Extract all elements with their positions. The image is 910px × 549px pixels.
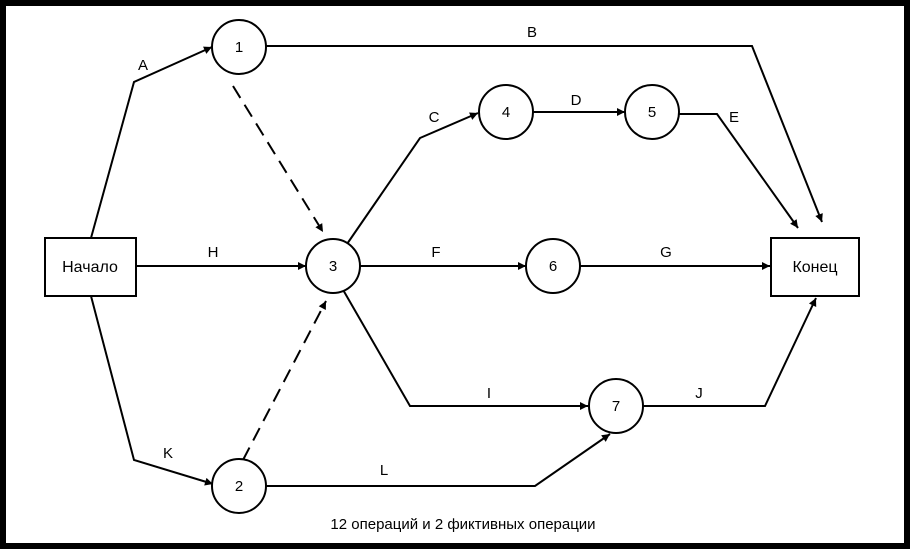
start-label: Начало	[62, 259, 118, 276]
node-5-label: 5	[648, 104, 656, 121]
node-6-label: 6	[549, 258, 557, 275]
edge-a	[90, 46, 213, 239]
activity-label-d: D	[571, 92, 582, 109]
node-4-label: 4	[502, 104, 510, 121]
node-3: 3	[305, 238, 361, 294]
diagram-canvas	[6, 6, 904, 543]
node-2: 2	[211, 458, 267, 514]
node-3-label: 3	[329, 258, 337, 275]
edge-c	[346, 112, 479, 245]
node-2-label: 2	[235, 478, 243, 495]
node-7: 7	[588, 378, 644, 434]
activity-label-b: B	[527, 24, 537, 41]
edge-k	[90, 295, 214, 486]
edge-b	[266, 45, 823, 223]
end-box: Конец	[770, 237, 860, 297]
node-1-label: 1	[235, 39, 243, 56]
activity-label-g: G	[660, 244, 672, 261]
activity-label-j: J	[695, 385, 703, 402]
activity-label-e: E	[729, 109, 739, 126]
activity-label-c: C	[429, 109, 440, 126]
edge-l	[266, 433, 611, 487]
activity-label-f: F	[431, 244, 440, 261]
node-5: 5	[624, 84, 680, 140]
edge-dummy-2-3	[242, 300, 327, 461]
start-box: Начало	[44, 237, 137, 297]
end-label: Конец	[792, 259, 837, 276]
activity-label-i: I	[487, 385, 491, 402]
node-6: 6	[525, 238, 581, 294]
activity-label-h: H	[208, 244, 219, 261]
edge-e	[679, 113, 799, 229]
node-7-label: 7	[612, 398, 620, 415]
diagram-caption: 12 операций и 2 фиктивных операции	[330, 516, 595, 533]
edge-j	[643, 297, 817, 407]
activity-label-l: L	[380, 462, 388, 479]
node-4: 4	[478, 84, 534, 140]
edge-i	[341, 287, 588, 410]
edge-dummy-1-3	[232, 85, 324, 233]
activity-label-k: K	[163, 445, 173, 462]
node-1: 1	[211, 19, 267, 75]
activity-label-a: A	[138, 57, 148, 74]
